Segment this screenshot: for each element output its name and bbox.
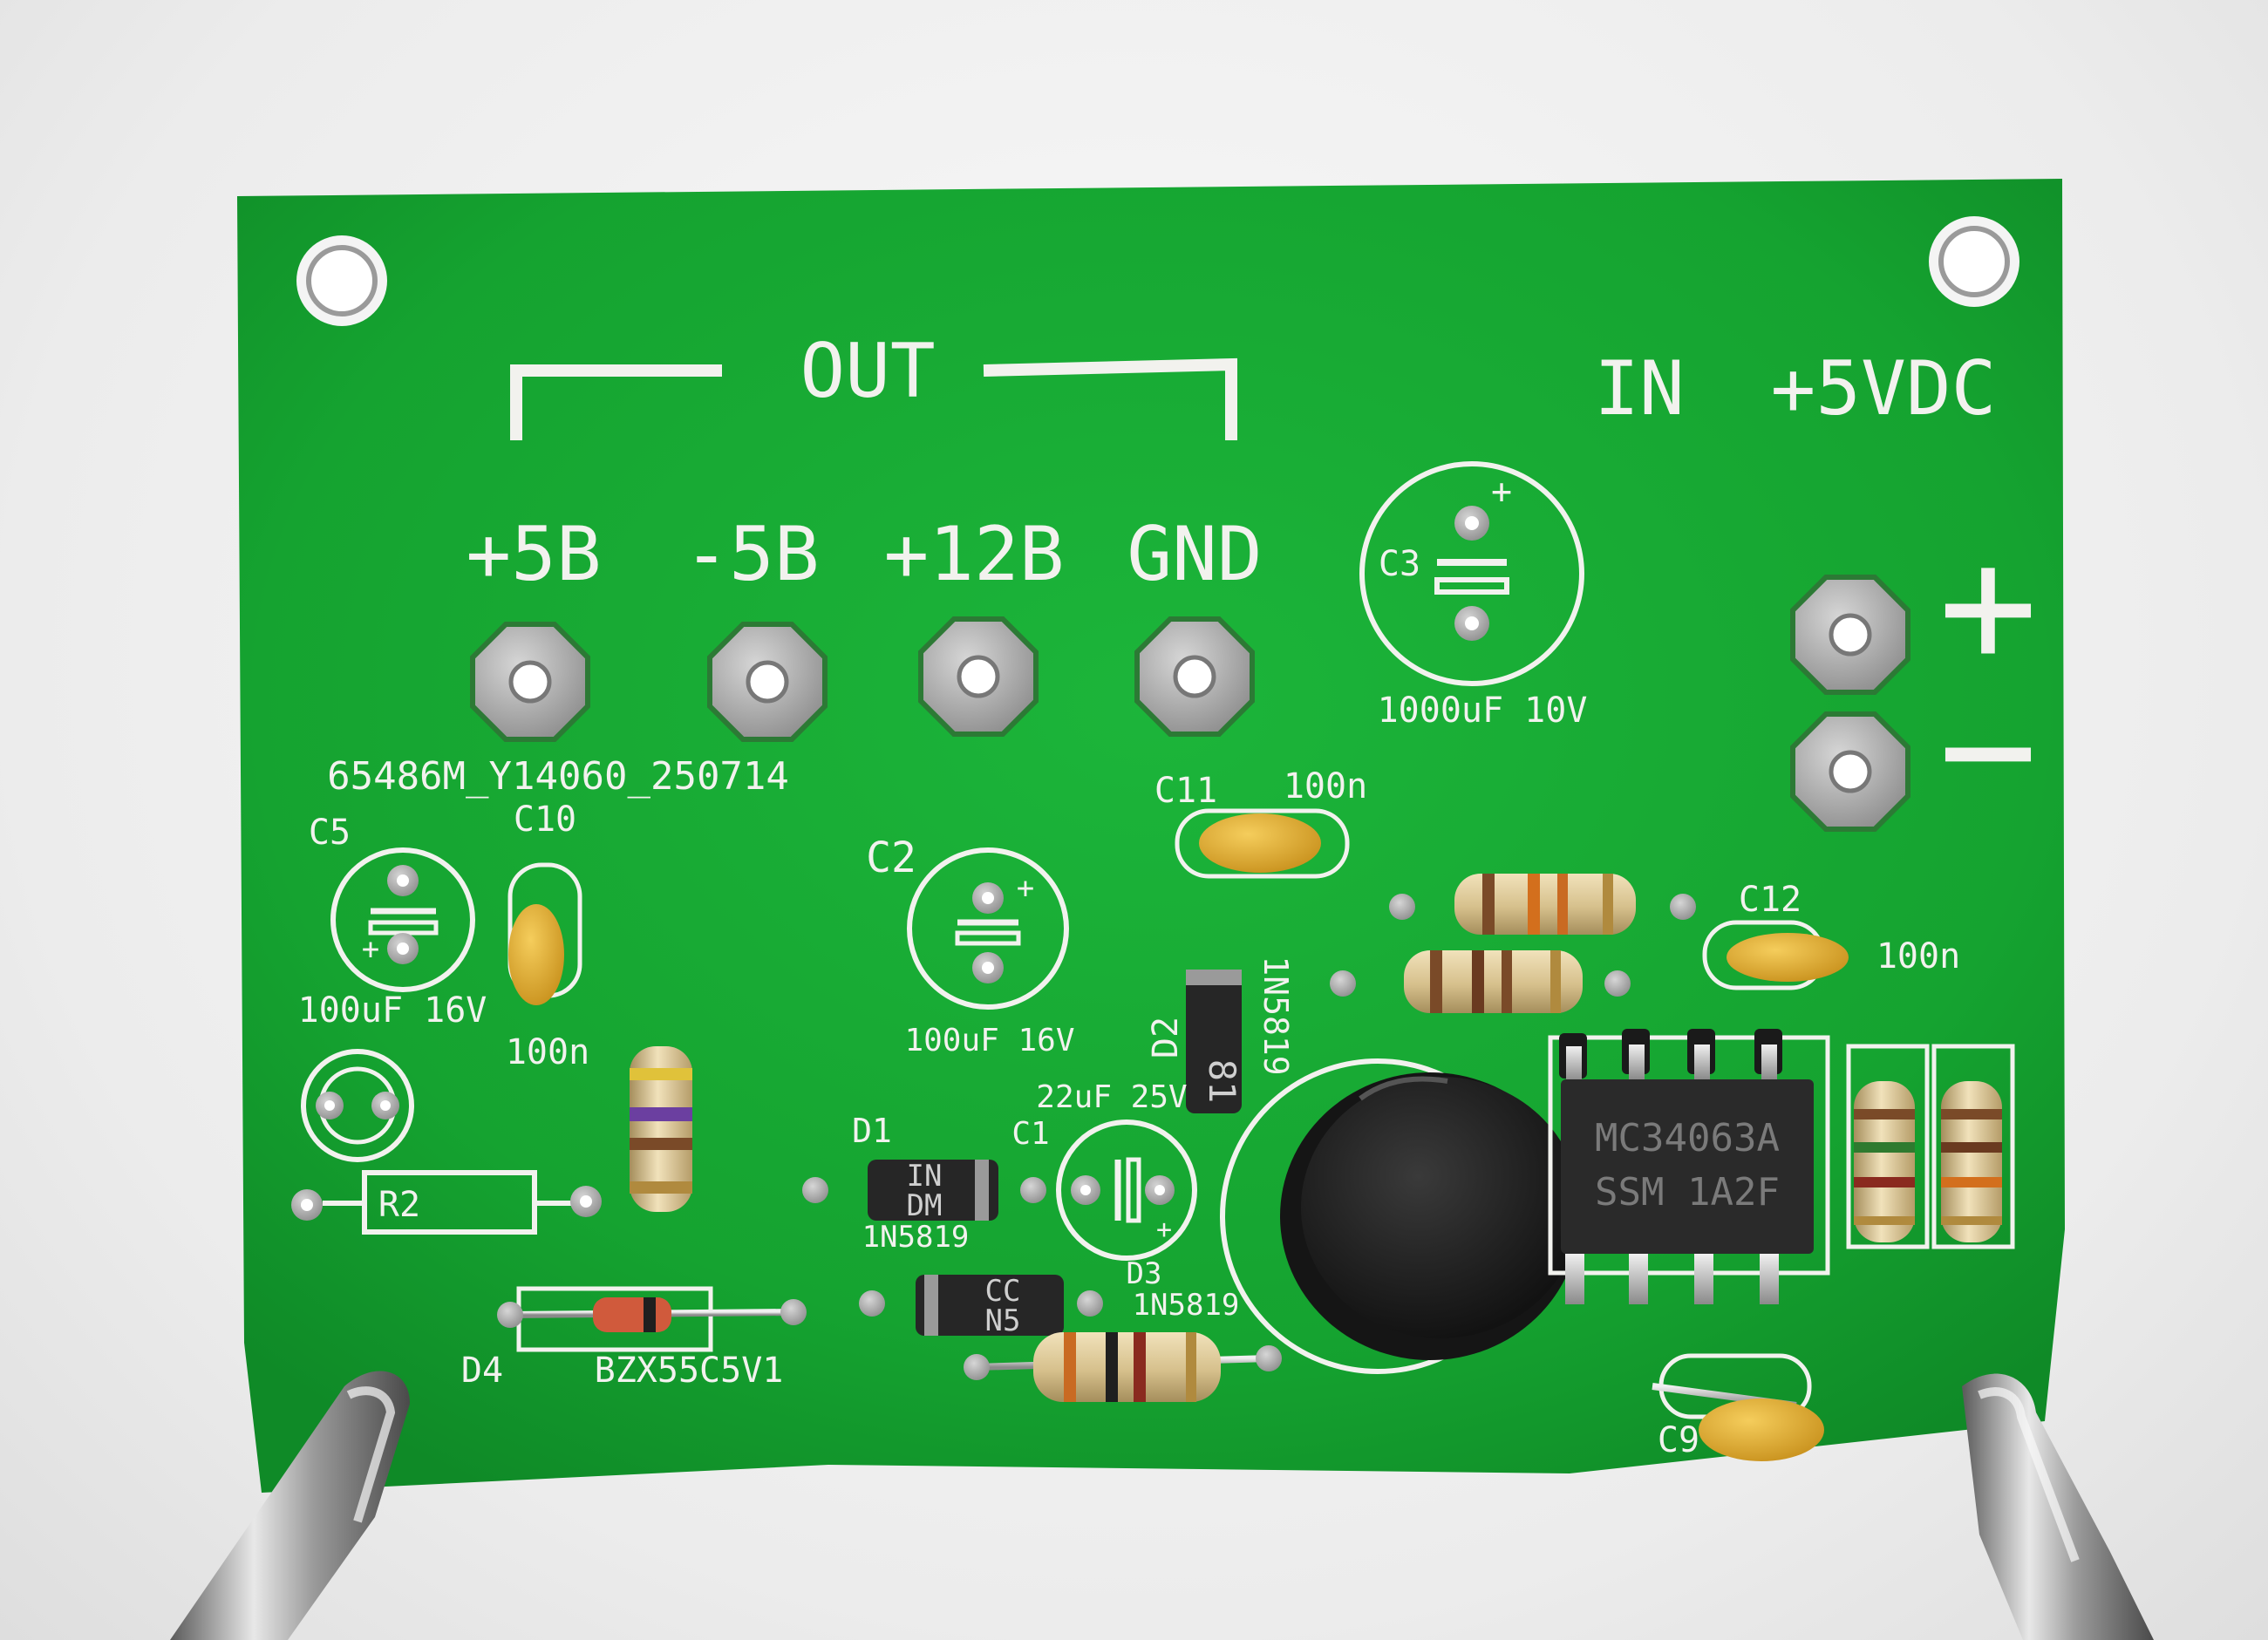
d3-body-text-2: N5 bbox=[985, 1303, 1021, 1338]
c11-ref: C11 bbox=[1154, 771, 1217, 811]
d1-body-text-2: DM bbox=[907, 1188, 943, 1223]
led-footprint bbox=[301, 1049, 414, 1162]
d4-part: BZX55C5V1 bbox=[595, 1351, 784, 1391]
output-pad bbox=[1134, 616, 1255, 737]
d3-diode: CC N5 bbox=[859, 1274, 1103, 1338]
output-label-minus5: -5B bbox=[684, 511, 819, 598]
c5-value: 100uF 16V bbox=[298, 990, 487, 1031]
c12-ref: C12 bbox=[1739, 880, 1801, 920]
d3-body-text-1: CC bbox=[985, 1274, 1021, 1309]
c5-polarity: + bbox=[362, 932, 379, 967]
resistor-vertical-left bbox=[630, 977, 692, 1290]
output-label-plus12: +12B bbox=[883, 511, 1064, 598]
input-pad-plus bbox=[1790, 575, 1910, 695]
ic-marking-2: SSM 1A2F bbox=[1595, 1170, 1780, 1215]
c3-footprint bbox=[1359, 461, 1584, 686]
d4-zener bbox=[497, 1286, 807, 1352]
c11-value: 100n bbox=[1284, 766, 1367, 806]
d1-diode: IN DM bbox=[802, 1159, 1046, 1223]
c10-capacitor bbox=[507, 859, 582, 1005]
c9-capacitor bbox=[1652, 1353, 1824, 1461]
d2-part: 1N5819 bbox=[1257, 956, 1295, 1075]
c11-capacitor bbox=[1175, 808, 1350, 879]
c12-value: 100n bbox=[1876, 936, 1960, 977]
c1-polarity: + bbox=[1156, 1215, 1172, 1245]
board-id: 65486M_Y14060_250714 bbox=[327, 754, 789, 799]
output-label-plus5: +5B bbox=[466, 511, 601, 598]
c2-value: 100uF 16V bbox=[904, 1023, 1074, 1058]
c5-footprint bbox=[330, 847, 475, 992]
output-pad bbox=[918, 616, 1039, 737]
plus-sign: + bbox=[1938, 509, 2038, 702]
resistor-vertical-right-1 bbox=[1846, 1029, 1930, 1308]
c2-footprint bbox=[907, 847, 1069, 1010]
c9-ref: C9 bbox=[1658, 1420, 1699, 1460]
minus-sign: − bbox=[1938, 653, 2038, 846]
c2-ref: C2 bbox=[866, 834, 916, 882]
d3-ref: D3 bbox=[1127, 1256, 1162, 1291]
output-pads bbox=[470, 616, 1255, 742]
in-label: IN bbox=[1594, 345, 1685, 432]
c10-value: 100n bbox=[506, 1032, 589, 1072]
c2-polarity: + bbox=[1017, 871, 1034, 906]
c1-ref: C1 bbox=[1011, 1116, 1049, 1152]
c3-value: 1000uF 10V bbox=[1378, 691, 1588, 731]
d3-part: 1N5819 bbox=[1133, 1288, 1240, 1323]
output-pad bbox=[470, 622, 590, 742]
r2-ref: R2 bbox=[378, 1185, 420, 1225]
alligator-clip-left bbox=[170, 1371, 410, 1640]
d1-body-text-1: IN bbox=[907, 1159, 943, 1194]
resistor-horizontal-bottom bbox=[1330, 950, 1631, 1013]
ic-mc34063a: MC34063A SSM 1A2F bbox=[1548, 1029, 1830, 1304]
d2-diode: 81 bbox=[1186, 911, 1243, 1142]
c3-ref: C3 bbox=[1379, 544, 1420, 584]
c1-footprint bbox=[1056, 1119, 1197, 1261]
output-pad bbox=[707, 622, 828, 742]
r2-footprint bbox=[291, 1170, 602, 1235]
c5-ref: C5 bbox=[309, 813, 351, 853]
input-pad-minus bbox=[1790, 711, 1910, 832]
d1-part: 1N5819 bbox=[862, 1220, 970, 1255]
resistor-horizontal-lower bbox=[964, 1332, 1282, 1402]
resistor-horizontal-top bbox=[1389, 874, 1696, 935]
out-bracket bbox=[510, 357, 1237, 440]
d2-ref: D2 bbox=[1146, 1017, 1186, 1058]
c3-polarity: + bbox=[1491, 472, 1512, 512]
resistor-vertical-right-2 bbox=[1931, 1027, 2015, 1308]
ic-marking-1: MC34063A bbox=[1595, 1116, 1780, 1160]
d2-body-text: 81 bbox=[1201, 1059, 1243, 1104]
d1-ref: D1 bbox=[852, 1112, 892, 1150]
alligator-clip-right bbox=[1962, 1373, 2154, 1640]
c12-capacitor bbox=[1696, 920, 1849, 990]
c10-ref: C10 bbox=[514, 800, 576, 840]
out-label: OUT bbox=[800, 328, 935, 415]
inductor bbox=[1220, 1058, 1580, 1374]
output-label-gnd: GND bbox=[1127, 511, 1262, 598]
in-voltage-label: +5VDC bbox=[1771, 345, 1997, 432]
d4-ref: D4 bbox=[461, 1351, 503, 1391]
c1-value: 22uF 25V bbox=[1036, 1079, 1187, 1115]
